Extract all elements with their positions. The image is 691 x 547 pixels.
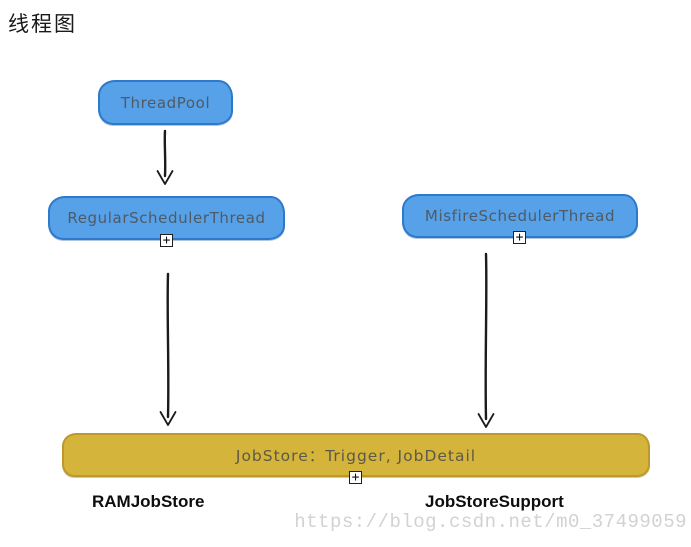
node-misfire-scheduler-thread-label: MisfireSchedulerThread bbox=[424, 207, 616, 225]
arrow-regular-to-jobstore-icon bbox=[159, 272, 177, 426]
plus-glyph: + bbox=[515, 230, 524, 245]
plus-glyph: + bbox=[351, 470, 360, 485]
diagram-title: 线程图 bbox=[8, 12, 77, 36]
arrow-misfire-to-jobstore-icon bbox=[477, 252, 495, 428]
expand-plus-icon[interactable]: + bbox=[160, 234, 173, 247]
csdn-watermark: https://blog.csdn.net/m0_37499059 bbox=[294, 511, 687, 533]
caption-jobstore-support: JobStoreSupport bbox=[425, 492, 564, 511]
node-regular-scheduler-thread: RegularSchedulerThread bbox=[48, 196, 285, 240]
expand-plus-icon[interactable]: + bbox=[513, 231, 526, 244]
node-threadpool: ThreadPool bbox=[98, 80, 233, 125]
plus-glyph: + bbox=[162, 233, 171, 248]
node-regular-scheduler-thread-label: RegularSchedulerThread bbox=[67, 209, 266, 227]
node-jobstore: JobStore：Trigger, JobDetail bbox=[62, 433, 650, 477]
node-threadpool-label: ThreadPool bbox=[120, 93, 211, 112]
caption-ram-jobstore: RAMJobStore bbox=[92, 492, 205, 511]
expand-plus-icon[interactable]: + bbox=[349, 471, 362, 484]
arrow-threadpool-to-regular-icon bbox=[156, 129, 174, 185]
node-jobstore-label: JobStore：Trigger, JobDetail bbox=[235, 447, 477, 465]
